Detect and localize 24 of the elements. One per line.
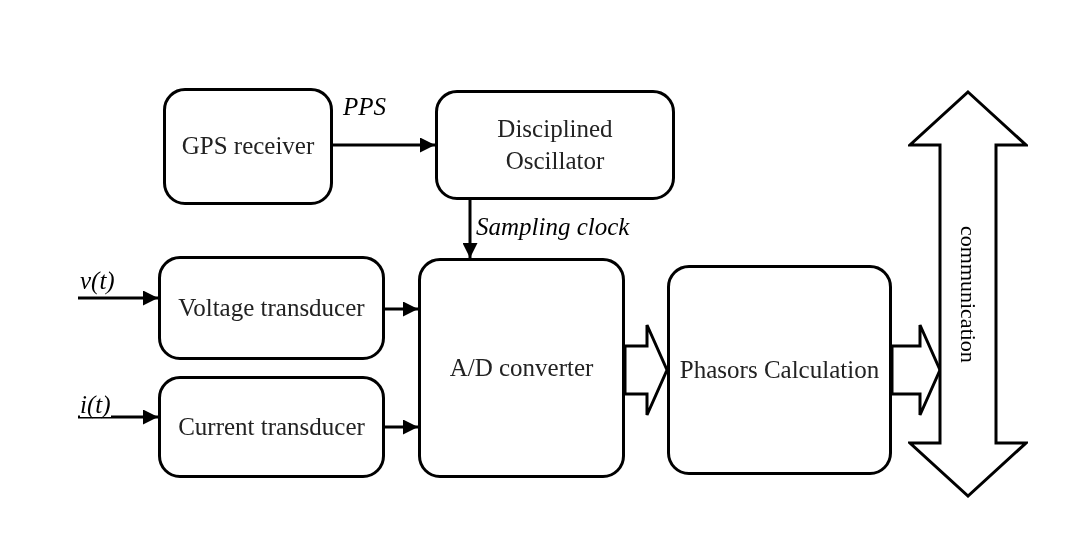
process-box bbox=[158, 256, 385, 360]
arrow bbox=[385, 419, 418, 435]
node-label: GPS receiver bbox=[181, 131, 315, 162]
node-label: Voltage transducer bbox=[178, 292, 365, 323]
edge-label: v(t) bbox=[80, 268, 115, 293]
node-label: communication bbox=[957, 225, 979, 363]
process-box bbox=[158, 376, 385, 478]
node-label: Phasors Calculation bbox=[679, 354, 880, 385]
arrow bbox=[385, 301, 418, 317]
arrow bbox=[333, 137, 435, 153]
process-box bbox=[435, 90, 675, 200]
block-arrow bbox=[890, 323, 942, 417]
node-label: Disciplined Oscillator bbox=[496, 113, 614, 176]
node-label: Current transducer bbox=[178, 411, 365, 442]
arrow bbox=[462, 200, 478, 258]
arrow bbox=[78, 409, 158, 425]
node-label: A/D converter bbox=[449, 352, 594, 383]
edge-label: i(t) bbox=[80, 392, 111, 417]
block-arrow bbox=[623, 323, 669, 417]
double-arrow-shape bbox=[908, 90, 1028, 498]
process-box bbox=[418, 258, 625, 478]
process-box bbox=[163, 88, 333, 205]
arrow bbox=[78, 290, 158, 306]
process-box bbox=[667, 265, 892, 475]
